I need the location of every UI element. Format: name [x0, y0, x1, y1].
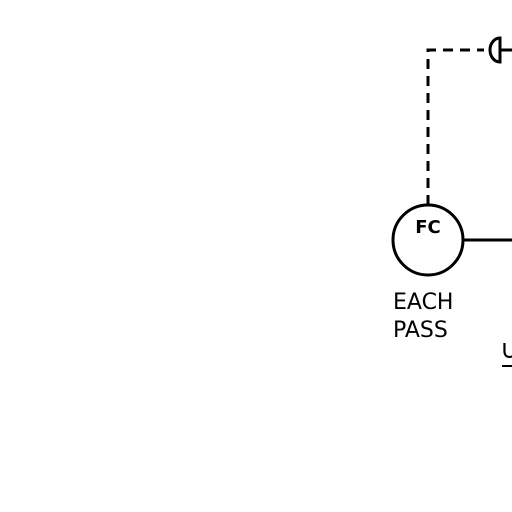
dashed-signal-line: [426, 48, 484, 205]
valve-actuator-icon: [488, 36, 512, 64]
note-line-1: EACH: [393, 290, 453, 315]
partial-label: ∪: [500, 335, 512, 365]
instrument-bubble: [391, 203, 465, 277]
note-line-2: PASS: [393, 318, 448, 343]
instrument-tag: FC: [415, 217, 441, 238]
